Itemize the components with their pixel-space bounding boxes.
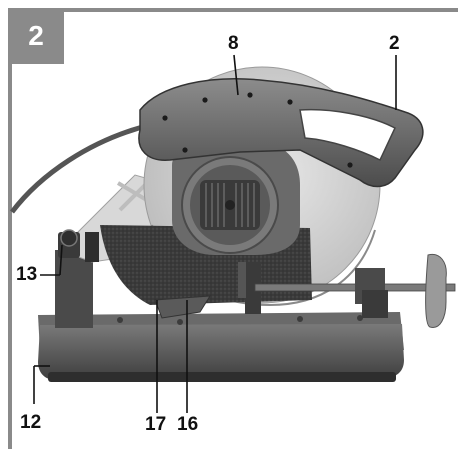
vise — [238, 253, 456, 328]
leader-lines — [33, 54, 397, 413]
figure-number-badge: 2 — [8, 8, 64, 64]
callout-13: 13 — [16, 264, 38, 285]
spark-deflector — [154, 295, 211, 319]
base-plate — [38, 312, 404, 382]
handle — [138, 78, 424, 188]
callout-8: 8 — [228, 33, 239, 54]
callout-2: 2 — [389, 33, 400, 54]
callout-16: 16 — [177, 414, 199, 435]
power-cord — [10, 122, 151, 214]
frame-top-bar — [8, 8, 458, 12]
callout-17: 17 — [145, 414, 167, 435]
depth-stop-screw — [58, 229, 99, 262]
frame-left-bar — [8, 8, 12, 449]
callout-12: 12 — [20, 412, 42, 433]
motor-housing — [172, 142, 300, 255]
